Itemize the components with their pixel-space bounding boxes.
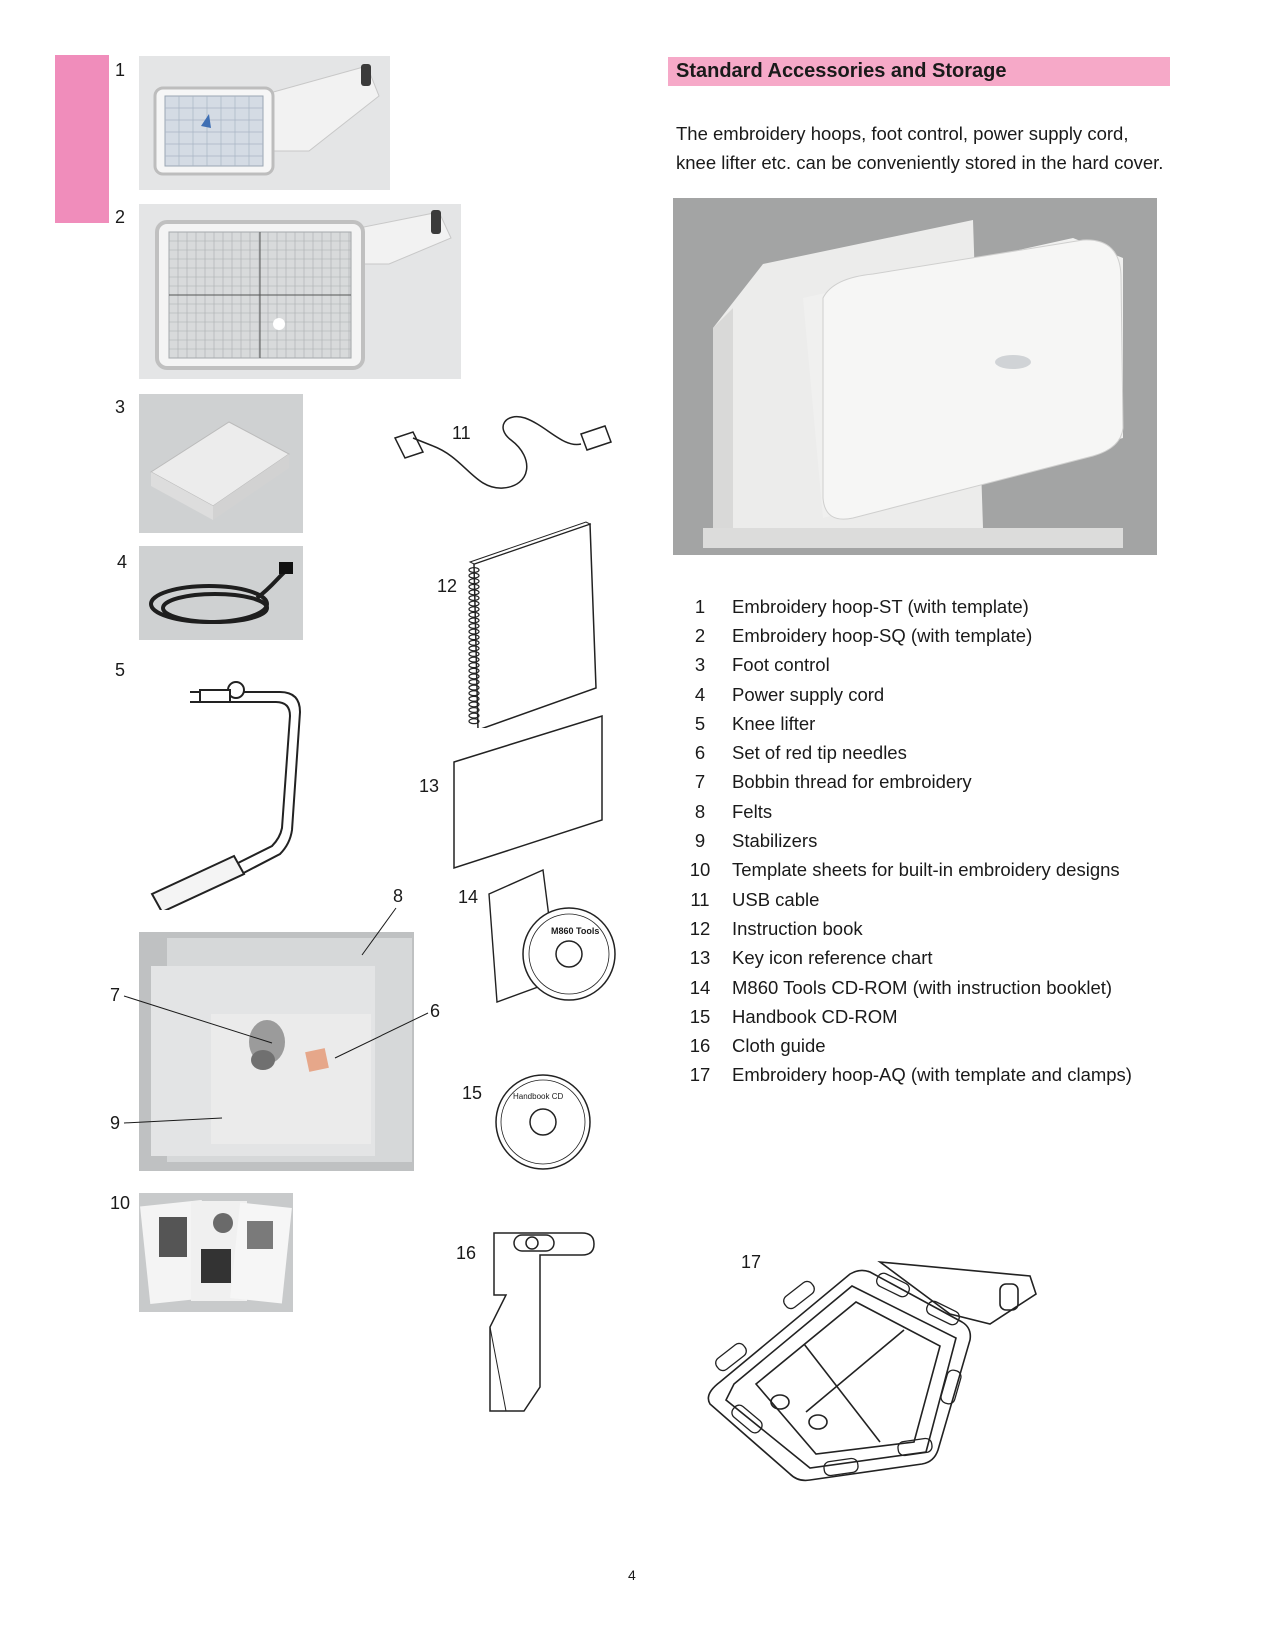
hard-cover-storage-photo	[673, 198, 1157, 555]
list-item-label: Cloth guide	[732, 1035, 826, 1057]
list-item-number: 12	[689, 917, 711, 939]
key-icon-chart-drawing	[452, 712, 607, 872]
callout-8: 8	[393, 886, 404, 906]
hoop-st-photo	[139, 56, 390, 190]
callout-11: 11	[452, 423, 471, 443]
page-number: 4	[628, 1567, 636, 1583]
intro-line-1: The embroidery hoops, foot control, powe…	[676, 123, 1129, 144]
list-item-label: Instruction book	[732, 917, 863, 939]
callout-7: 7	[110, 985, 121, 1005]
list-item-label: Embroidery hoop-SQ (with template)	[732, 624, 1033, 646]
list-item-number: 10	[689, 859, 711, 881]
list-item-label: Knee lifter	[732, 712, 816, 734]
list-item-label: Bobbin thread for embroidery	[732, 771, 972, 793]
callout-12: 12	[437, 576, 458, 596]
list-item-label: Power supply cord	[732, 683, 885, 705]
handbook-cd-label: Handbook CD	[513, 1092, 564, 1101]
list-item: 8 Felts	[680, 797, 1132, 826]
list-item: 9 Stabilizers	[680, 826, 1132, 855]
callout-1: 1	[115, 60, 126, 80]
list-item-number: 4	[694, 683, 706, 705]
list-item: 17 Embroidery hoop-AQ (with template and …	[680, 1061, 1132, 1090]
list-item-number: 8	[694, 800, 706, 822]
list-item-label: Felts	[732, 800, 773, 822]
callout-6: 6	[430, 1001, 441, 1021]
list-item: 10 Template sheets for built-in embroider…	[680, 856, 1132, 885]
callout-10: 10	[110, 1193, 131, 1213]
foot-control-photo	[139, 394, 303, 533]
list-item-label: Embroidery hoop-AQ (with template and cl…	[732, 1064, 1132, 1086]
list-item-number: 14	[689, 976, 711, 998]
list-item-label: USB cable	[732, 888, 820, 910]
list-item-label: Embroidery hoop-ST (with template)	[732, 595, 1029, 617]
list-item-label: Foot control	[732, 654, 830, 676]
list-item-number: 16	[689, 1035, 711, 1057]
list-item: 11 USB cable	[680, 885, 1132, 914]
cloth-guide-drawing	[470, 1229, 600, 1414]
list-item: 2 Embroidery hoop-SQ (with template)	[680, 621, 1132, 650]
callout-3: 3	[115, 397, 126, 417]
list-item: 15 Handbook CD-ROM	[680, 1002, 1132, 1031]
list-item-number: 7	[694, 771, 706, 793]
intro-line-2: knee lifter etc. can be conveniently sto…	[676, 152, 1164, 173]
list-item-number: 13	[689, 947, 711, 969]
hoop-aq-drawing	[700, 1254, 1055, 1489]
list-item: 7 Bobbin thread for embroidery	[680, 768, 1132, 797]
callout-17: 17	[741, 1252, 762, 1272]
list-item-number: 17	[689, 1064, 711, 1086]
callout-2: 2	[115, 207, 126, 227]
callout-5: 5	[115, 660, 126, 680]
list-item-number: 1	[694, 595, 706, 617]
list-item: 14 M860 Tools CD-ROM (with instruction bo…	[680, 973, 1132, 1002]
template-sheets-photo	[139, 1193, 293, 1312]
instruction-book-drawing	[462, 518, 602, 728]
list-item-number: 15	[689, 1005, 711, 1027]
list-item: 4 Power supply cord	[680, 680, 1132, 709]
list-item-number: 11	[690, 888, 710, 910]
list-item-label: Stabilizers	[732, 830, 818, 852]
callout-9: 9	[110, 1113, 121, 1133]
tools-cd-drawing: M860 Tools	[483, 866, 623, 1006]
list-item: 6 Set of red tip needles	[680, 738, 1132, 767]
felts-stabilizers-photo	[139, 932, 414, 1171]
list-item-number: 2	[694, 624, 706, 646]
list-item: 13 Key icon reference chart	[680, 944, 1132, 973]
list-item-label: Handbook CD-ROM	[732, 1005, 898, 1027]
list-item: 5 Knee lifter	[680, 709, 1132, 738]
list-item-label: Key icon reference chart	[732, 947, 933, 969]
section-tab-marker	[55, 55, 109, 223]
list-item: 12 Instruction book	[680, 914, 1132, 943]
list-item-label: Set of red tip needles	[732, 742, 907, 764]
list-item-number: 5	[694, 712, 706, 734]
callout-4: 4	[117, 552, 128, 572]
list-item-number: 3	[694, 654, 706, 676]
hoop-sq-photo	[139, 204, 461, 379]
callout-13: 13	[419, 776, 440, 796]
callout-15: 15	[462, 1083, 483, 1103]
handbook-cd-drawing: Handbook CD	[493, 1072, 593, 1172]
list-item: 1 Embroidery hoop-ST (with template)	[680, 592, 1132, 621]
section-heading: Standard Accessories and Storage	[668, 57, 1170, 86]
intro-paragraph: The embroidery hoops, foot control, powe…	[676, 119, 1176, 177]
list-item-label: Template sheets for built-in embroidery …	[732, 859, 1120, 881]
callout-16: 16	[456, 1243, 477, 1263]
list-item-number: 9	[694, 830, 706, 852]
power-cord-photo	[139, 546, 303, 640]
list-item: 16 Cloth guide	[680, 1031, 1132, 1060]
tools-cd-label: M860 Tools	[551, 926, 600, 936]
list-item: 3 Foot control	[680, 651, 1132, 680]
callout-14: 14	[458, 887, 479, 907]
usb-cable-drawing	[385, 408, 625, 498]
list-item-label: M860 Tools CD-ROM (with instruction book…	[732, 976, 1113, 998]
knee-lifter-drawing	[140, 670, 315, 910]
list-item-number: 6	[694, 742, 706, 764]
